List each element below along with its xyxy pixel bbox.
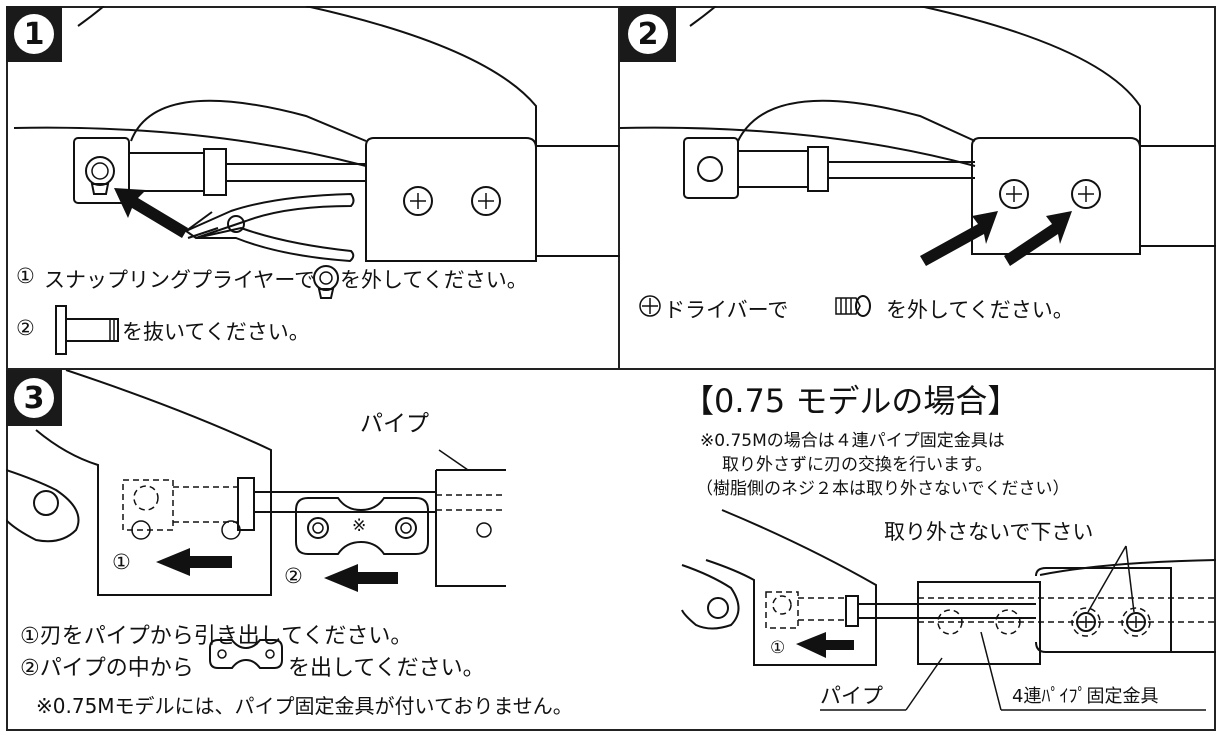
- model075-title: 【0.75 モデルの場合】: [682, 382, 1020, 420]
- step2-text: ドライバーで: [664, 298, 789, 322]
- model075-bracket-label: 4連ﾊﾟｲﾌﾟ固定金具: [1012, 686, 1159, 707]
- bracket-icon: [209, 639, 283, 669]
- model075-note1: ※0.75Mの場合は４連パイプ固定金具は: [700, 431, 1005, 451]
- step2-panel: 2 ドライバーで: [620, 6, 1216, 370]
- step3-illustration: [6, 370, 1216, 711]
- step1-badge-number: 1: [14, 14, 54, 54]
- step3-pipe-label: パイプ: [360, 411, 429, 437]
- step2-badge-number: 2: [628, 14, 668, 54]
- step3-badge: 3: [6, 370, 62, 426]
- phillips-symbol-icon: [639, 295, 661, 317]
- step3-instruction1: ①刃をパイプから引き出してください。: [20, 624, 413, 649]
- step3-instruction2b: を出してください。: [288, 656, 485, 681]
- step3-mark-num2: ②: [284, 564, 303, 588]
- step1-line2-text: を抜いてください。: [122, 320, 310, 344]
- step1-line2-number: ②: [16, 316, 35, 340]
- step2-badge: 2: [620, 6, 676, 62]
- step3-mark-num1: ①: [112, 550, 131, 574]
- snap-ring-icon: [313, 265, 339, 299]
- step2-text-end: を外してください。: [886, 298, 1074, 322]
- step3-mark-star: ※: [352, 516, 367, 536]
- step1-panel: 1: [6, 6, 620, 370]
- step2-illustration: [620, 6, 1216, 317]
- model075-pipe-label: パイプ: [820, 684, 883, 708]
- step1-line1-text-end: を外してください。: [340, 268, 528, 292]
- step3-badge-number: 3: [14, 378, 54, 418]
- step1-illustration: [13, 6, 620, 355]
- step1-line1-number: ①: [16, 264, 35, 288]
- step3-panel: 3: [6, 370, 1216, 731]
- model075-note3: （樹脂側のネジ２本は取り外さないでください）: [696, 479, 1070, 499]
- model075-note2: 取り外さずに刃の交換を行います。: [722, 455, 993, 475]
- step3-instruction2a: ②パイプの中から: [20, 656, 194, 681]
- model075-mark-num: ①: [770, 638, 786, 658]
- pin-icon: [55, 305, 119, 355]
- model075-callout: 取り外さないで下さい: [884, 520, 1094, 544]
- step1-badge: 1: [6, 6, 62, 62]
- step3-note: ※0.75Mモデルには、パイプ固定金具が付いておりません。: [36, 694, 573, 718]
- screw-icon: [835, 295, 871, 317]
- step1-line1-text: スナップリングプライヤーで: [44, 268, 316, 292]
